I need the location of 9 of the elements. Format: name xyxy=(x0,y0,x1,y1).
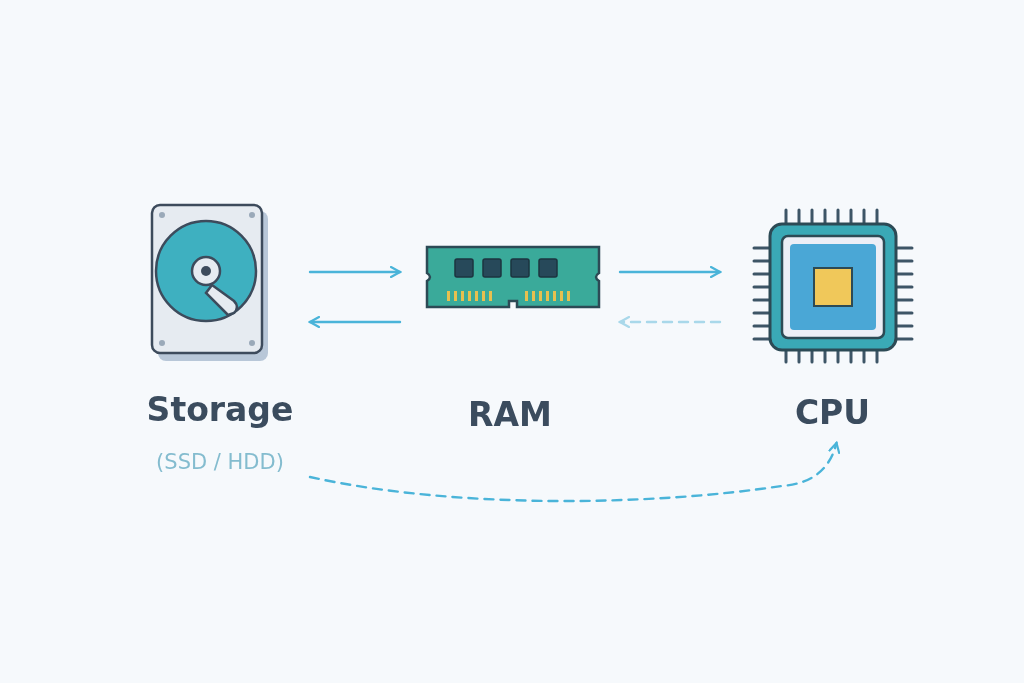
arrow xyxy=(618,265,722,279)
arrow xyxy=(618,315,722,329)
arrow xyxy=(308,265,402,279)
arrow xyxy=(308,441,840,503)
subtitle-label: (SSD / HDD) xyxy=(155,450,285,474)
arrow xyxy=(308,315,402,329)
node-label: Storage xyxy=(145,390,295,429)
node-label: CPU xyxy=(793,393,872,432)
node-label: RAM xyxy=(467,395,553,434)
